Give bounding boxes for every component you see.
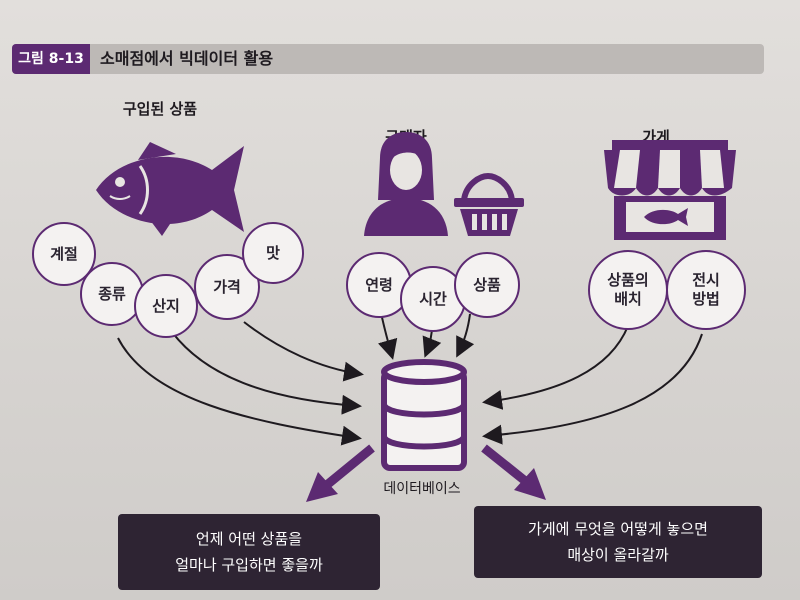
bubble-display-method: 전시 방법	[666, 250, 746, 330]
database-label: 데이터베이스	[383, 481, 461, 497]
fish-icon	[96, 142, 244, 236]
bubble-origin: 산지	[134, 274, 198, 338]
arrow-buyer-3	[456, 313, 475, 358]
arrow-store-1	[482, 325, 629, 410]
arrow-products-2	[171, 331, 362, 415]
bubble-type: 종류	[80, 262, 144, 326]
arrow-to-left-result	[306, 444, 375, 502]
store-icon	[604, 140, 736, 240]
figure-number: 그림 8-13	[12, 44, 90, 74]
section-title-products: 구입된 상품	[122, 100, 198, 118]
bubble-taste: 맛	[242, 222, 304, 284]
bubble-product-placement: 상품의 배치	[588, 250, 668, 330]
arrow-to-right-result	[481, 444, 546, 500]
arrow-store-2	[482, 333, 703, 445]
result-box-purchase: 언제 어떤 상품을 얼마나 구입하면 좋을까	[118, 514, 380, 590]
figure-title: 소매점에서 빅데이터 활용	[100, 49, 274, 68]
bubble-product: 상품	[454, 252, 520, 318]
basket-icon	[454, 172, 524, 236]
result-box-sales: 가게에 무엇을 어떻게 놓으면 매상이 올라갈까	[474, 506, 762, 578]
arrow-products-1	[117, 337, 362, 446]
figure-header-bar	[12, 44, 764, 74]
person-icon	[364, 132, 448, 236]
database-icon	[381, 359, 467, 471]
arrow-products-3	[243, 321, 364, 382]
